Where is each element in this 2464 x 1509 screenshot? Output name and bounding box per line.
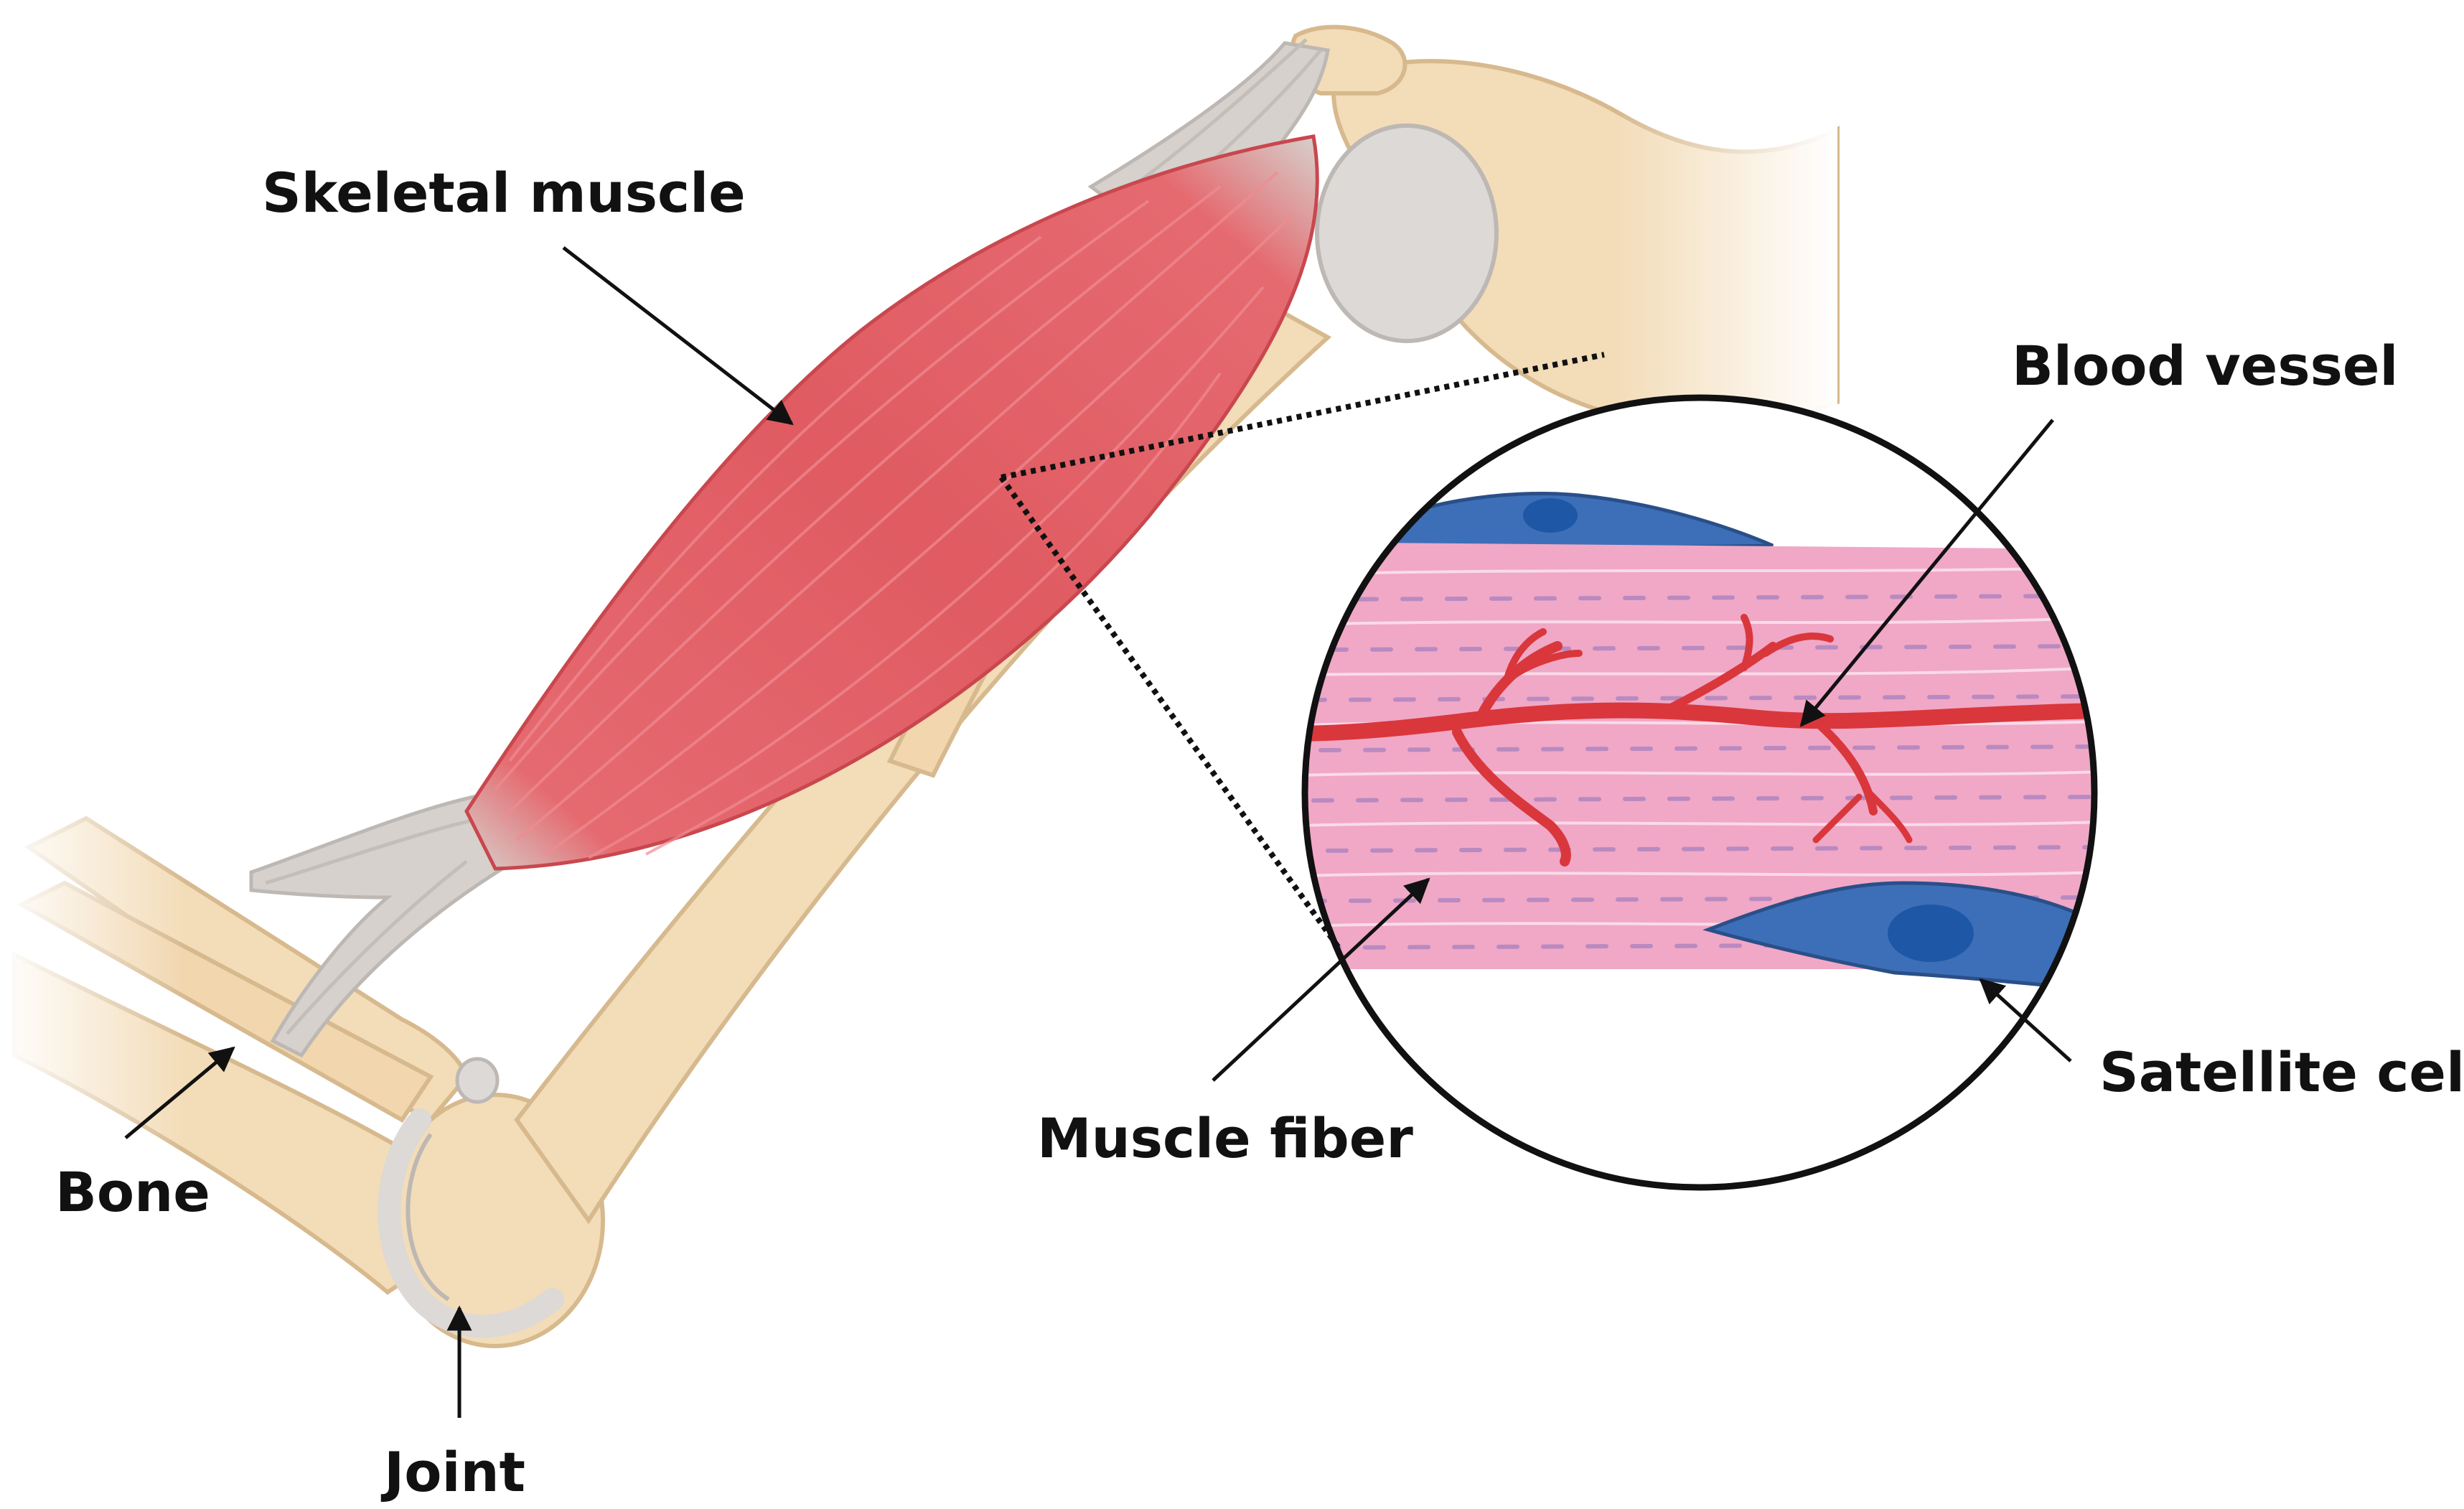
label-blood-vessel: Blood vessel bbox=[2012, 334, 2398, 398]
muscle-fiber-arrow bbox=[1212, 877, 1430, 1082]
magnifier-circle bbox=[1301, 394, 2098, 1191]
bone-arrow bbox=[124, 1046, 235, 1139]
satellite-cell-arrow bbox=[1979, 978, 2072, 1062]
blood-vessel-shape bbox=[1305, 614, 2094, 866]
joint-cartilage bbox=[378, 1108, 564, 1338]
label-bone: Bone bbox=[55, 1160, 210, 1224]
lower-tendon bbox=[249, 795, 505, 1058]
zoom-lines bbox=[998, 352, 1605, 950]
skeletal-muscle-arrow bbox=[562, 246, 794, 426]
label-joint: Joint bbox=[380, 1440, 525, 1504]
pointer-arrows bbox=[124, 246, 2072, 1418]
small-joint-knob bbox=[455, 1057, 500, 1104]
label-muscle-fiber: Muscle fiber bbox=[1037, 1106, 1413, 1170]
label-satellite-cell: Satellite cell bbox=[2099, 1040, 2464, 1104]
label-skeletal-muscle: Skeletal muscle bbox=[262, 161, 746, 225]
blood-vessel-arrow bbox=[1799, 419, 2054, 727]
magnified-view bbox=[998, 352, 2098, 1191]
patella-cartilage bbox=[1315, 123, 1499, 343]
skeletal-muscle-shape bbox=[464, 134, 1319, 871]
